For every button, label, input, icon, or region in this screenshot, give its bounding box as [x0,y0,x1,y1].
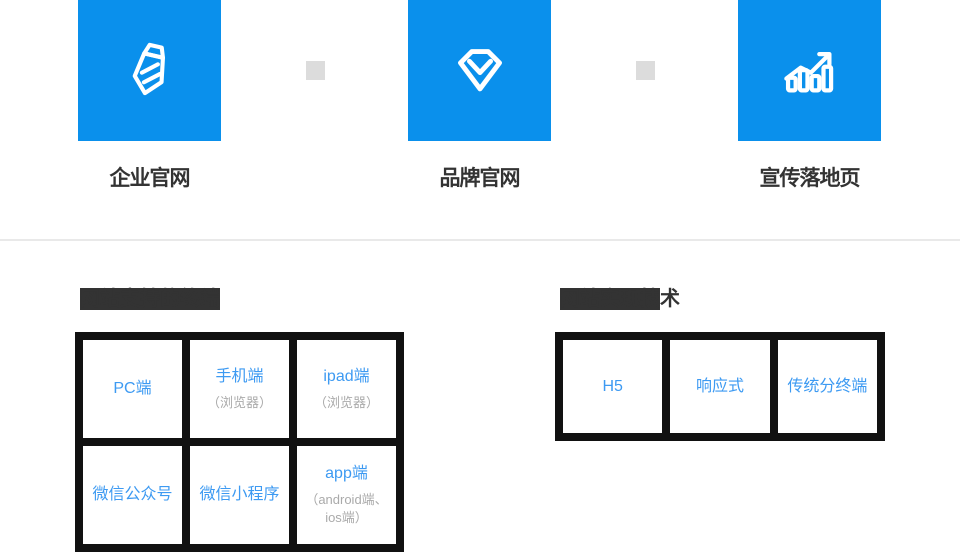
cell-title: app端 [325,464,368,482]
cell-title: ipad端 [323,367,370,385]
terminals-heading-text: 网站支持的终端 [80,288,220,310]
feature-label-corporate-site: 企业官网 [109,167,191,190]
terminals-table: PC端 手机端 （浏览器） ipad端 （浏览器） 微信公众号 微信小程序 ap… [75,332,404,552]
table-cell-app: app端 （android端、ios端） [297,446,396,544]
growth-chart-icon [783,47,837,95]
cell-title: 响应式 [695,377,744,395]
cell-title: 传统分终端 [787,377,868,395]
connector-square [306,61,325,80]
cell-title: H5 [602,377,623,395]
connector-square [636,61,655,80]
table-cell-wechat-official: 微信公众号 [83,446,182,544]
cell-title: 微信小程序 [199,486,280,503]
cell-title: PC端 [113,380,152,397]
table-cell-traditional: 传统分终端 [777,340,877,433]
cell-title: 微信公众号 [92,486,173,503]
table-cell-pc: PC端 [83,340,182,438]
terminals-heading: 网站支持的终端 [80,287,220,311]
technologies-heading: 网站实现技术 [560,287,680,311]
feature-tile-corporate-site [78,0,221,141]
section-divider [0,239,960,241]
technologies-heading-obscured: 网站实现技 [560,288,660,310]
cell-title: 手机端 [215,367,264,385]
feature-tile-brand-site [408,0,551,141]
cell-subtitle: （浏览器） [313,394,379,410]
technologies-table: H5 响应式 传统分终端 [555,332,885,441]
cell-subtitle: （浏览器） [206,394,272,410]
table-cell-mobile: 手机端 （浏览器） [190,340,289,438]
table-cell-responsive: 响应式 [670,340,770,433]
feature-label-landing-page: 宣传落地页 [759,167,861,190]
table-cell-ipad: ipad端 （浏览器） [297,340,396,438]
cell-subtitle: （android端、ios端） [305,491,388,525]
technologies-heading-visible: 术 [660,288,680,310]
feature-tile-landing-page [738,0,881,141]
table-cell-h5: H5 [563,340,663,433]
diamond-icon [454,46,506,96]
tie-icon [128,40,172,102]
feature-label-brand-site: 品牌官网 [439,167,521,190]
table-cell-wechat-miniprogram: 微信小程序 [190,446,289,544]
